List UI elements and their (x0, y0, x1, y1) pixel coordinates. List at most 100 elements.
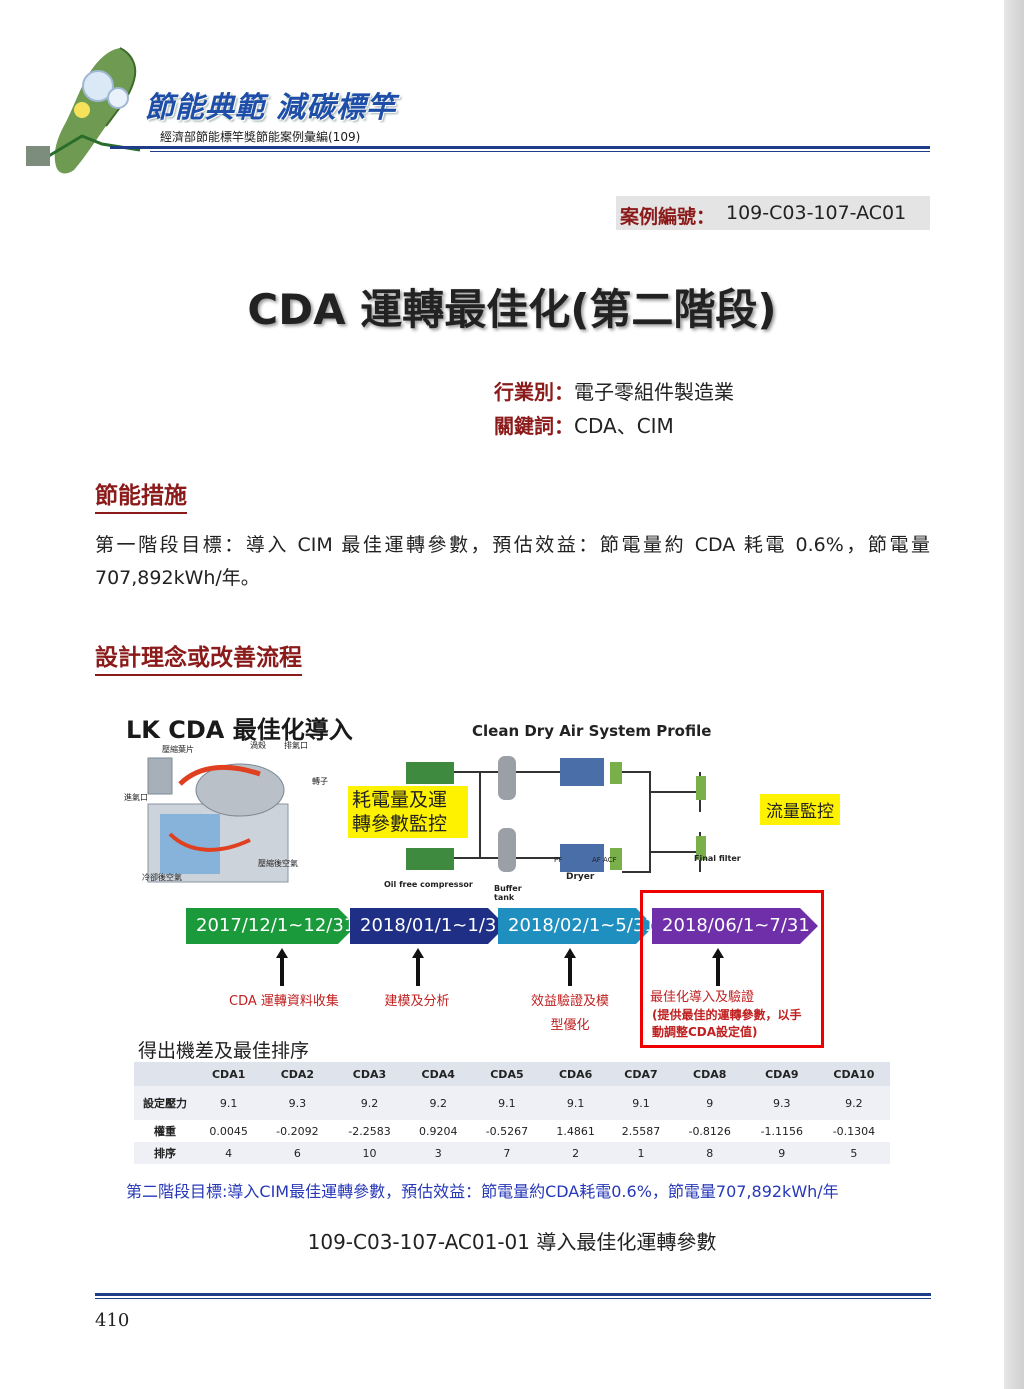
table-cell: 9.1 (196, 1086, 262, 1120)
table-cell: 2.5587 (621, 1124, 661, 1138)
table-cell: 3 (405, 1142, 471, 1164)
table-cell: 9.2 (333, 1086, 406, 1120)
table-header-cell (134, 1062, 196, 1086)
table-header-cell: CDA1 (196, 1062, 262, 1086)
page-title: CDA 運轉最佳化(第二階段) (247, 285, 777, 334)
section-heading-measures: 節能措施 (95, 476, 187, 514)
table-header-cell: CDA3 (333, 1062, 406, 1086)
table-cell: 10 (333, 1142, 406, 1164)
table-cell: 1.4861 (556, 1124, 595, 1138)
industry-row: 行業別：電子零組件製造業 (494, 376, 734, 405)
table-row: 權重 0.0045 -0.2092 -2.2583 0.9204 -0.5267… (134, 1120, 890, 1142)
machine-label: 進氣口 (124, 793, 148, 802)
measures-paragraph: 第一階段目標：導入 CIM 最佳運轉參數，預估效益：節電量約 CDA 耗電 0.… (95, 534, 930, 589)
step-note-4: (提供最佳的運轉參數，以手動調整CDA設定值) (652, 1008, 802, 1039)
step-label-1: CDA 運轉資料收集 (229, 994, 339, 1009)
table-cell: -0.8126 (688, 1124, 731, 1138)
machine-label: 渦殼 (250, 741, 266, 750)
machine-label: 壓縮後空氣 (258, 859, 298, 868)
table-header-cell: CDA6 (542, 1062, 609, 1086)
ranking-table: CDA1 CDA2 CDA3 CDA4 CDA5 CDA6 CDA7 CDA8 … (134, 1062, 890, 1164)
keywords-row: 關鍵詞：CDA、CIM (494, 410, 674, 439)
table-cell: 0.0045 (209, 1124, 248, 1138)
table-cell: 9 (673, 1086, 746, 1120)
table-cell: 9.2 (405, 1086, 471, 1120)
table-cell: 4 (196, 1142, 262, 1164)
table-cell: 7 (470, 1142, 543, 1164)
keywords-value: CDA、CIM (574, 414, 674, 438)
machine-label: 壓縮葉片 (162, 745, 194, 754)
diagram-label-buffer: Buffer tank (494, 884, 522, 902)
header-rule (110, 146, 930, 149)
table-cell: 0.9204 (418, 1124, 458, 1138)
table-cell: 9.1 (608, 1086, 674, 1120)
table-cell: -0.1304 (832, 1124, 876, 1138)
table-cell: 9.2 (817, 1086, 890, 1120)
table-header-cell: CDA5 (470, 1062, 543, 1086)
table-cell: -1.1156 (760, 1124, 804, 1138)
up-arrow-icon (712, 948, 724, 986)
cda-system-diagram-icon (406, 756, 706, 873)
diagram-label-final-filter: Final filter (694, 854, 741, 863)
table-cell: 6 (261, 1142, 334, 1164)
table-cell: 9 (745, 1142, 818, 1164)
case-number-box (616, 196, 930, 230)
ranking-title: 得出機差及最佳排序 (138, 1040, 310, 1062)
table-header-cell: CDA4 (405, 1062, 471, 1086)
timeline-phase-3: 2018/02/1~5/31 (498, 908, 654, 944)
case-number-label: 案例編號： (620, 206, 716, 228)
table-header-cell: CDA9 (745, 1062, 818, 1086)
table-cell: 9.3 (745, 1086, 818, 1120)
header-slogan: 節能典範 減碳標竿 (145, 90, 397, 124)
footer-rule-thin (95, 1298, 931, 1299)
table-row: 排序 4 6 10 3 7 2 1 8 9 5 (134, 1142, 890, 1164)
table-header-cell: CDA8 (673, 1062, 746, 1086)
compressor-illustration-icon (147, 757, 289, 883)
table-header-cell: CDA7 (608, 1062, 674, 1086)
keywords-label: 關鍵詞： (494, 414, 574, 438)
step-label-2: 建模及分析 (384, 994, 450, 1009)
cda-figure: LK CDA 最佳化導入 壓縮葉片 渦殼 排氣口 轉子 進氣口 壓縮後空氣 冷卻… (110, 700, 910, 1210)
page-number: 410 (95, 1310, 130, 1331)
diagram-label-dryer: Dryer (566, 872, 595, 882)
phase-two-note: 第二階段目標:導入CIM最佳運轉參數，預估效益：節電量約CDA耗電0.6%，節電… (126, 1182, 839, 1201)
table-cell: 8 (673, 1142, 746, 1164)
section-heading-design: 設計理念或改善流程 (95, 638, 302, 676)
figure-heading: LK CDA 最佳化導入 (126, 716, 353, 744)
table-cell: 9.3 (261, 1086, 334, 1120)
figure-caption: 109-C03-107-AC01-01 導入最佳化運轉參數 (307, 1230, 717, 1254)
machine-label: 排氣口 (284, 741, 308, 750)
footer-rule (95, 1293, 931, 1296)
timeline-phase-2: 2018/01/1~1/3 (350, 908, 506, 944)
table-cell: 2 (542, 1142, 609, 1164)
machine-label: 轉子 (312, 777, 328, 786)
up-arrow-icon (276, 948, 288, 986)
power-monitoring-box: 耗電量及運轉參數監控 (348, 786, 468, 838)
row-label: 排序 (134, 1142, 196, 1164)
table-header-cell: CDA2 (261, 1062, 334, 1086)
diagram-label-compressor: Oil free compressor (384, 880, 473, 889)
table-row: 設定壓力 9.1 9.3 9.2 9.2 9.1 9.1 9.1 9 9.3 9… (134, 1086, 890, 1120)
table-header-cell: CDA10 (817, 1062, 890, 1086)
case-number-value: 109-C03-107-AC01 (726, 202, 907, 224)
diagram-label-pf: PF (554, 856, 563, 864)
machine-label: 冷卻後空氣 (142, 873, 182, 882)
row-label: 權重 (154, 1125, 176, 1138)
table-header-row: CDA1 CDA2 CDA3 CDA4 CDA5 CDA6 CDA7 CDA8 … (134, 1062, 890, 1086)
timeline-phase-1: 2017/12/1~12/31 (186, 908, 356, 944)
table-cell: 5 (817, 1142, 890, 1164)
up-arrow-icon (412, 948, 424, 986)
flow-monitoring-box: 流量監控 (760, 794, 840, 825)
table-cell: -0.2092 (276, 1124, 319, 1138)
profile-title: Clean Dry Air System Profile (472, 722, 712, 740)
table-cell: -2.2583 (348, 1124, 391, 1138)
header-rule-thin (150, 151, 930, 152)
table-cell: 1 (608, 1142, 674, 1164)
step-label-3: 效益驗證及模型優化 (530, 994, 609, 1033)
taiwan-logo-icon (26, 47, 141, 174)
diagram-label-afacf: AF ACF (592, 856, 617, 864)
up-arrow-icon (564, 948, 576, 986)
header-subtitle: 經濟部節能標竿獎節能案例彙編(109) (160, 130, 361, 144)
table-cell: 9.1 (542, 1086, 609, 1120)
table-cell: -0.5267 (485, 1124, 529, 1138)
